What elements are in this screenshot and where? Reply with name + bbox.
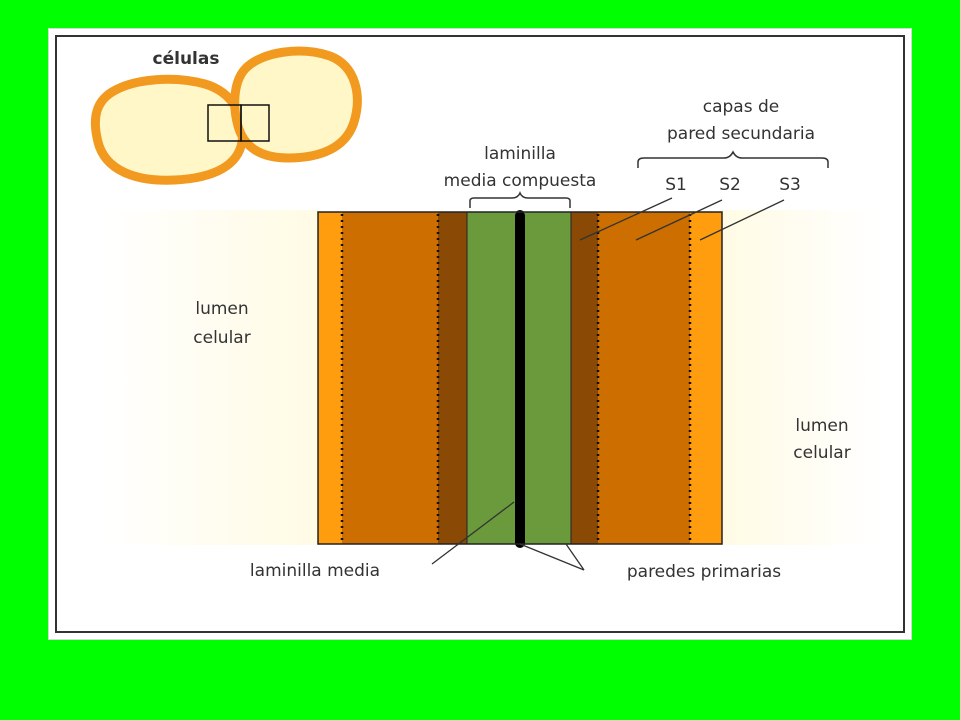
middle-lamella [515,210,525,548]
s1-layer-right [571,212,598,544]
secondary-layers-bracket [637,150,829,168]
compound-lamella-title-line2: media compuesta [444,171,597,191]
cells-thumbnail [90,46,362,185]
s1-layer-left [438,212,467,544]
lumen-right-label-line2: celular [793,443,850,463]
s3-leader-line [699,199,785,241]
primary-wall-leader-right [565,543,585,571]
s2-layer-left [342,212,438,544]
lumen-left-area [100,210,320,545]
s1-label: S1 [665,175,687,195]
primary-wall-left [467,212,515,544]
lumen-right-area [720,210,880,545]
cell-left-shape [90,74,248,185]
primary-wall-right [525,212,571,544]
primary-wall-leader-left [519,543,585,571]
cell-right-shape [230,46,362,163]
compound-lamella-title-line1: laminilla [484,144,556,164]
diagram-frame [55,35,905,633]
s2-leader-line [635,199,723,241]
zoom-box-right [240,104,270,142]
primary-walls-label: paredes primarias [627,562,781,582]
secondary-walls-title-line2: pared secundaria [667,124,815,144]
s3-label: S3 [779,175,801,195]
leader-lines [431,197,785,571]
middle-lamella-leader-line [431,501,515,565]
compound-lamella-bracket [469,190,571,208]
cells-label: células [153,49,220,69]
s2-layer-right [598,212,690,544]
s1-leader-line [579,197,673,241]
s3-layer-left [318,212,342,544]
lumen-right-label-line1: lumen [795,416,848,436]
middle-lamella-label: laminilla media [250,561,380,581]
lumen-left-label-line1: lumen [195,299,248,319]
s3-layer-right [690,212,722,544]
secondary-walls-title-line1: capas de [703,97,779,117]
cell-wall-section [317,210,723,548]
s2-label: S2 [719,175,741,195]
lumen-left-label-line2: celular [193,328,250,348]
